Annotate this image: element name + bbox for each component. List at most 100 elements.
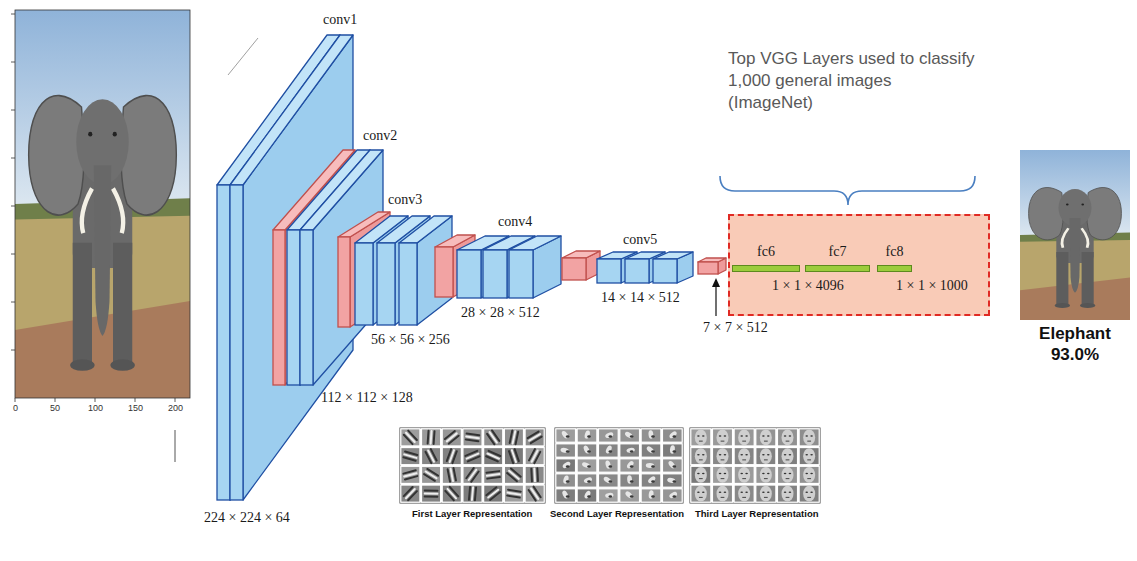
part-filter	[673, 495, 677, 498]
feature-cell	[525, 466, 544, 483]
conv-block-front	[653, 259, 677, 283]
conv-block-top	[509, 236, 561, 250]
face-mouth	[721, 497, 725, 498]
feature-cell	[620, 459, 640, 472]
edge-filter	[487, 477, 500, 479]
conv-block-front	[597, 259, 621, 283]
face-eye	[745, 473, 748, 475]
feature-cell	[662, 429, 682, 442]
face-filter	[695, 448, 707, 464]
face-eye	[724, 454, 727, 456]
feature-cell	[484, 429, 503, 446]
edge-filter	[466, 468, 473, 478]
stray-line-part	[175, 430, 176, 462]
face-filter	[760, 486, 772, 502]
part-filter	[609, 450, 613, 453]
pool-block-front	[435, 247, 453, 297]
part-filter	[648, 490, 654, 499]
edge-filter	[486, 456, 498, 461]
feature-cell	[620, 474, 640, 487]
feature-cell	[777, 448, 797, 465]
face-filter	[717, 486, 729, 502]
part-filter	[630, 480, 634, 483]
face-filter	[760, 430, 772, 446]
face-mouth	[721, 478, 725, 479]
face-eye	[702, 473, 705, 475]
feature-cell	[463, 429, 482, 446]
conv-block-front	[287, 230, 300, 385]
part-filter	[651, 480, 655, 483]
edge-filter	[508, 490, 521, 492]
dimension-label: 1 × 1 × 1000	[896, 278, 968, 294]
feature-cell	[422, 429, 441, 446]
part-filter	[562, 475, 569, 484]
face-filter	[782, 448, 794, 464]
part-filter	[651, 495, 655, 498]
output-photo-part	[1020, 150, 1130, 320]
feature-cell	[712, 466, 732, 483]
face-filter	[738, 430, 750, 446]
face-eye	[810, 435, 813, 437]
feature-cell	[556, 429, 576, 442]
edge-filter	[487, 471, 500, 473]
feature-grid	[401, 429, 544, 502]
face-mouth	[786, 459, 790, 460]
face-mouth	[807, 497, 811, 498]
edge-filter	[430, 431, 433, 444]
part-filter	[651, 435, 655, 438]
face-filter	[803, 467, 815, 483]
face-mouth	[786, 497, 790, 498]
face-eye	[702, 491, 705, 493]
edge-filter	[425, 496, 438, 498]
dimension-label: 224 × 224 × 64	[204, 510, 290, 526]
feature-cell	[598, 474, 618, 487]
layer-name: conv1	[323, 12, 357, 28]
face-mouth	[742, 497, 746, 498]
edge-filter	[508, 493, 521, 495]
feature-cell	[577, 444, 597, 457]
layer-name: fc8	[886, 244, 904, 260]
face-eye	[745, 491, 748, 493]
edge-filter	[425, 493, 438, 495]
face-eye	[740, 473, 743, 475]
face-mouth	[764, 478, 768, 479]
input-photo-part	[15, 10, 190, 398]
feature-panel-part	[690, 428, 820, 503]
part-filter	[670, 445, 676, 454]
edge-filter	[466, 439, 479, 441]
feature-cell	[463, 466, 482, 483]
face-filter	[738, 467, 750, 483]
face-filter	[782, 467, 794, 483]
feature-cell	[504, 485, 523, 502]
feature-cell	[525, 448, 544, 465]
dimension-label: 28 × 28 × 512	[461, 305, 540, 321]
feature-cell	[691, 429, 711, 446]
face-eye	[740, 435, 743, 437]
face-mouth	[721, 441, 725, 442]
pool-block-front	[562, 258, 586, 280]
part-filter	[603, 476, 613, 485]
face-mouth	[807, 459, 811, 460]
face-filter	[760, 467, 772, 483]
face-eye	[697, 454, 700, 456]
conv-block-front	[399, 243, 417, 325]
face-filter	[695, 430, 707, 446]
face-eye	[805, 473, 808, 475]
face-filter	[782, 430, 794, 446]
edge-filter	[424, 474, 435, 481]
face-mouth	[742, 441, 746, 442]
part-filter	[561, 430, 570, 440]
face-eye	[805, 435, 808, 437]
part-filter	[583, 476, 593, 483]
feature-panel	[400, 428, 820, 503]
edge-filter	[529, 490, 536, 501]
axis-tick: 100	[88, 403, 103, 414]
fc-layer-bar: fc8	[877, 265, 912, 272]
face-eye	[762, 435, 765, 437]
feature-cell	[556, 474, 576, 487]
face-eye	[719, 473, 722, 475]
feature-cell	[691, 466, 711, 483]
face-eye	[767, 473, 770, 475]
part-filter	[583, 490, 591, 500]
face-eye	[762, 454, 765, 456]
